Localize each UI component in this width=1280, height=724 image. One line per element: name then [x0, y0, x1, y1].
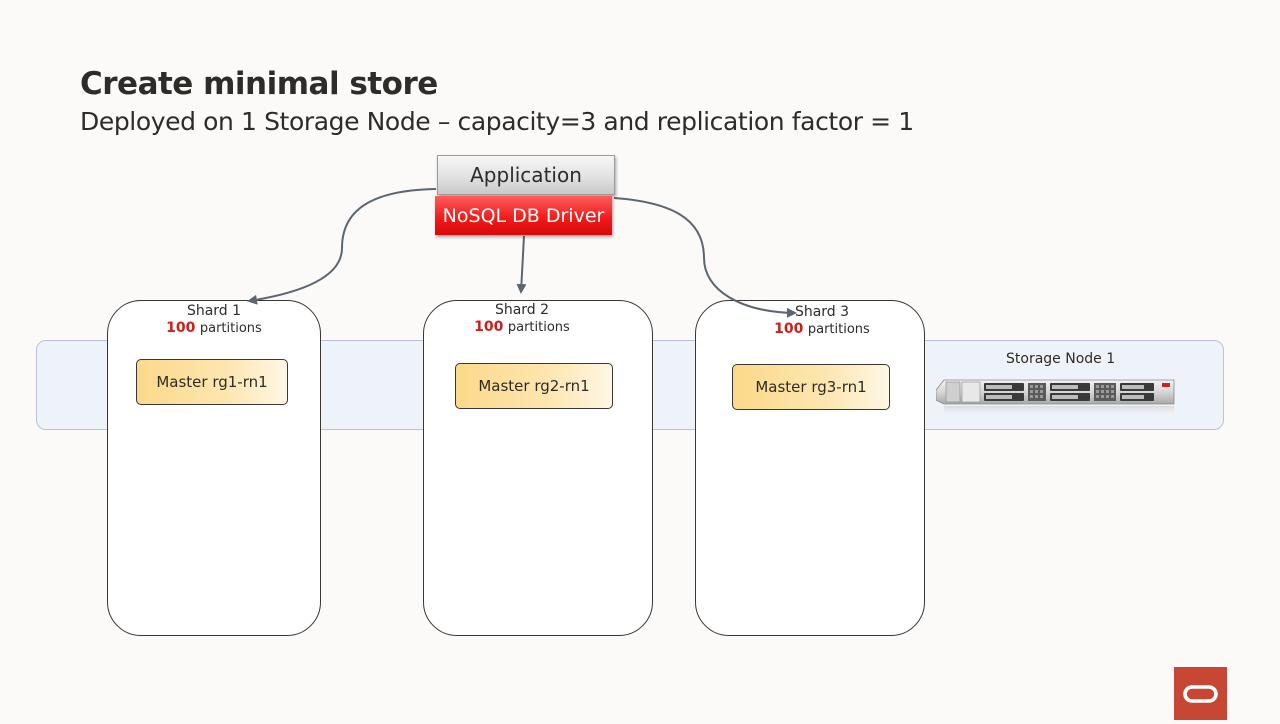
shard-2-title: Shard 2 100 partitions — [468, 302, 576, 336]
shard-1-partition-count: 100 — [166, 320, 196, 336]
shard-3-partition-count: 100 — [774, 321, 804, 337]
server-rack-icon — [936, 379, 1175, 416]
arrow-to-shard-2 — [516, 235, 527, 294]
slide-subtitle: Deployed on 1 Storage Node – capacity=3 … — [80, 107, 914, 136]
shard-1-title: Shard 1 100 partitions — [160, 303, 268, 337]
shard-2-label: Shard 2 — [494, 302, 550, 318]
application-box: Application — [437, 155, 615, 195]
master-rg3-rn1: Master rg3-rn1 — [732, 364, 890, 410]
slide-title: Create minimal store — [80, 66, 438, 102]
shard-2-partition-label: partitions — [507, 320, 570, 335]
shard-3-box — [695, 300, 925, 636]
oracle-logo — [1174, 667, 1227, 720]
master-rg1-rn1: Master rg1-rn1 — [136, 359, 288, 405]
storage-node-label: Storage Node 1 — [1006, 351, 1116, 367]
shard-3-partition-label: partitions — [807, 322, 870, 337]
shard-1-partition-label: partitions — [199, 321, 262, 336]
shard-2-box — [423, 300, 653, 636]
oracle-logo-icon — [1183, 685, 1218, 703]
nosql-driver-box: NoSQL DB Driver — [435, 196, 612, 235]
arrow-to-shard-1 — [247, 188, 437, 305]
shard-1-label: Shard 1 — [186, 303, 242, 319]
arrow-to-shard-3 — [613, 197, 797, 318]
master-rg2-rn1: Master rg2-rn1 — [455, 363, 613, 409]
shard-3-label: Shard 3 — [794, 304, 850, 320]
shard-2-partition-count: 100 — [474, 319, 504, 335]
shard-3-title: Shard 3 100 partitions — [766, 304, 878, 338]
shard-1-box — [107, 300, 321, 636]
